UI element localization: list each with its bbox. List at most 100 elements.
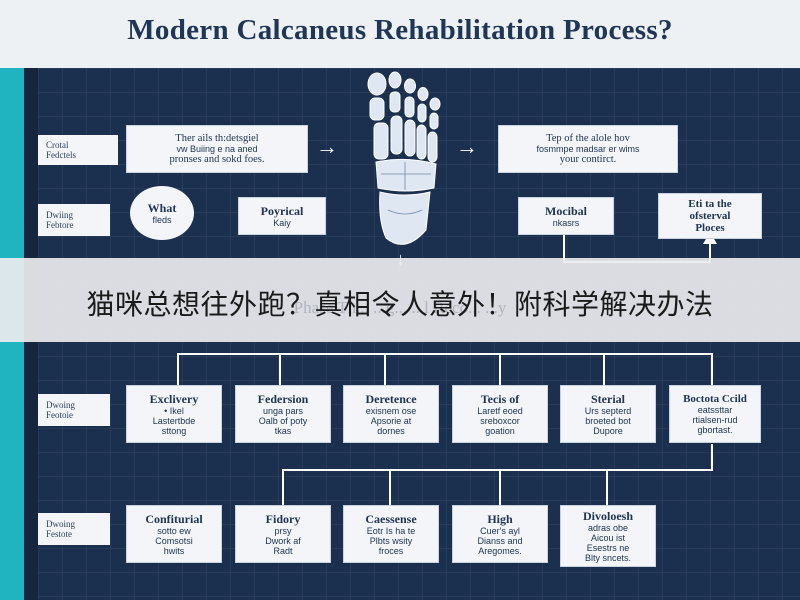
- row4-box-4: High Cuer's ayl Dianss and Aregomes.: [452, 505, 548, 563]
- stages-line-1: Eti ta the: [688, 198, 732, 210]
- row-label-2-line-2: Febtore: [46, 220, 74, 230]
- row4-box-5-title: Divoloesh: [582, 508, 633, 523]
- stages-line-3: Ploces: [695, 222, 725, 234]
- row3-box-5-title: Sterial: [591, 391, 625, 406]
- medical-box: Mocibal nkasrs: [518, 197, 614, 235]
- row-label-1: Crotal Fedctels: [38, 135, 118, 165]
- row-label-3: Dwoing Feotoie: [38, 394, 110, 426]
- row3-box-1-line: sttong: [161, 425, 187, 436]
- row-label-4: Dwoing Festote: [38, 513, 110, 545]
- what-circle: What fleds: [130, 186, 194, 240]
- row4-box-2-line: Dwork af: [265, 535, 301, 546]
- row4-box-3-line: froces: [378, 545, 404, 556]
- row3-box-5: Sterial Urs septerd broeted bot Dupore: [560, 385, 656, 443]
- row4-box-5-line: Blty sncets.: [584, 552, 631, 563]
- row3-box-2: Federsion unga pars Oalb of poty tkas: [235, 385, 331, 443]
- row3-box-3: Deretence exisnem ose Apsorie at dornes: [343, 385, 439, 443]
- row3-box-2-line: unga pars: [262, 405, 304, 416]
- row-label-2: Dwiing Febtore: [38, 204, 110, 236]
- row4-box-3: Caessense Eotr Is ha te Plbts wsity froc…: [343, 505, 439, 563]
- arrow-right-icon: →: [316, 134, 338, 159]
- row3-box-6-line: gbortast.: [697, 424, 733, 435]
- row3-box-4: Tecis of Laretf eoed sreboxcor goation: [452, 385, 548, 443]
- row-label-2-line-1: Dwiing: [46, 210, 73, 220]
- row4-box-4-title: High: [487, 511, 513, 526]
- row4-box-1-line: hwits: [163, 545, 185, 556]
- row4-box-2-line: prsy: [274, 525, 292, 536]
- row4-box-4-line: Aregomes.: [478, 545, 522, 556]
- row4-box-5: Divoloesh adras obe Aicou ist Esestrs ne…: [560, 505, 656, 567]
- connector-row3-branch: [177, 353, 713, 385]
- row3-box-4-title: Tecis of: [480, 391, 520, 406]
- row3-box-1-title: Exclivery: [149, 391, 199, 406]
- row3-box-2-title: Federsion: [257, 391, 309, 406]
- intro-box: Ther ails th:detsgiel vw Buiing e na ane…: [126, 125, 308, 173]
- row3-box-4-line: goation: [485, 425, 515, 436]
- caption-overlay: [0, 258, 800, 342]
- row3-box-3-line: exisnem ose: [365, 405, 417, 416]
- goal-line-1: Tep of the alole hov: [546, 132, 630, 144]
- row4-box-5-line: Aicou ist: [590, 532, 625, 543]
- row4-box-3-line: Eotr Is ha te: [366, 525, 416, 536]
- row3-box-5-line: Urs septerd: [584, 405, 632, 416]
- title-bar: [0, 0, 800, 68]
- physical-text: Kaiy: [273, 217, 291, 228]
- connector-row4-branch: [282, 444, 713, 505]
- row4-box-5-line: adras obe: [587, 522, 629, 533]
- row-label-3-line-2: Feotoie: [46, 410, 73, 420]
- row4-box-2-line: Radt: [273, 545, 293, 556]
- stages-box: Eti ta the ofsterval Ploces: [658, 193, 762, 239]
- foot-skeleton-icon: [367, 71, 441, 245]
- intro-line-2: vw Buiing e na aned: [176, 144, 258, 154]
- row4-box-3-title: Caessense: [365, 511, 417, 526]
- row-label-1-line-2: Fedctels: [46, 150, 76, 160]
- row3-box-1: Exclivery • Ikel Lastertbde sttong: [126, 385, 222, 443]
- goal-line-2: fosmmpe madsar er wims: [536, 144, 640, 154]
- row3-box-3-title: Deretence: [365, 391, 417, 406]
- row4-box-3-line: Plbts wsity: [369, 535, 413, 546]
- row-label-3-line-1: Dwoing: [46, 400, 75, 410]
- row-label-4-line-1: Dwoing: [46, 519, 75, 529]
- row-label-1-line-1: Crotal: [46, 140, 69, 150]
- row3-box-6-line: rtialsen-rud: [692, 414, 738, 425]
- row3-box-4-line: Laretf eoed: [477, 405, 523, 416]
- physical-box: Poyrical Kaiy: [238, 197, 326, 235]
- medical-title: Mocibal: [545, 203, 587, 218]
- overlay-ghost-text: Phase Th... ...g... ...l Reco... ...y: [293, 298, 507, 317]
- goal-line-3: your contirct.: [559, 154, 617, 165]
- row-label-4-line-2: Festote: [46, 529, 72, 539]
- row3-box-2-line: Oalb of poty: [258, 415, 308, 426]
- row3-box-4-line: sreboxcor: [480, 415, 520, 426]
- row3-box-1-line: Lastertbde: [152, 415, 196, 426]
- medical-text: nkasrs: [552, 217, 580, 228]
- intro-line-3: pronses and sokd foes.: [169, 154, 265, 165]
- row4-box-5-line: Esestrs ne: [586, 542, 630, 553]
- physical-title: Poyrical: [260, 203, 304, 218]
- arrow-right-icon: →: [456, 134, 478, 159]
- row4-box-2: Fidory prsy Dwork af Radt: [235, 505, 331, 563]
- row3-box-5-line: broeted bot: [585, 415, 631, 426]
- page-title: Modern Calcaneus Rehabilitation Process?: [127, 14, 673, 46]
- circle-subtitle: fleds: [152, 214, 172, 225]
- row4-box-1-line: Comsotsi: [155, 535, 193, 546]
- row3-box-5-line: Dupore: [593, 425, 623, 436]
- row4-box-4-line: Cuer's ayl: [480, 525, 520, 536]
- row3-box-6: Boctota Ccild eatssttar rtialsen-rud gbo…: [669, 385, 761, 443]
- row4-box-1-line: sotto ew: [157, 525, 191, 536]
- stages-line-2: ofsterval: [689, 210, 731, 222]
- row3-box-6-title: Boctota Ccild: [683, 392, 747, 405]
- row3-box-2-line: tkas: [274, 425, 292, 436]
- goal-box: Tep of the alole hov fosmmpe madsar er w…: [498, 125, 678, 173]
- row3-box-3-line: Apsorie at: [370, 415, 412, 426]
- circle-title: What: [147, 200, 177, 215]
- row3-box-3-line: dornes: [377, 425, 405, 436]
- row3-box-6-line: eatssttar: [697, 404, 733, 415]
- row4-box-4-line: Dianss and: [477, 535, 523, 546]
- row4-box-1-title: Confiturial: [145, 511, 203, 526]
- overlay-caption: 猫咪总想往外跑？真相令人意外！附科学解决办法: [86, 288, 714, 321]
- row3-box-1-line: • Ikel: [164, 405, 184, 416]
- row4-box-1: Confiturial sotto ew Comsotsi hwits: [126, 505, 222, 563]
- intro-line-1: Ther ails th:detsgiel: [175, 132, 259, 144]
- row4-box-2-title: Fidory: [265, 511, 301, 526]
